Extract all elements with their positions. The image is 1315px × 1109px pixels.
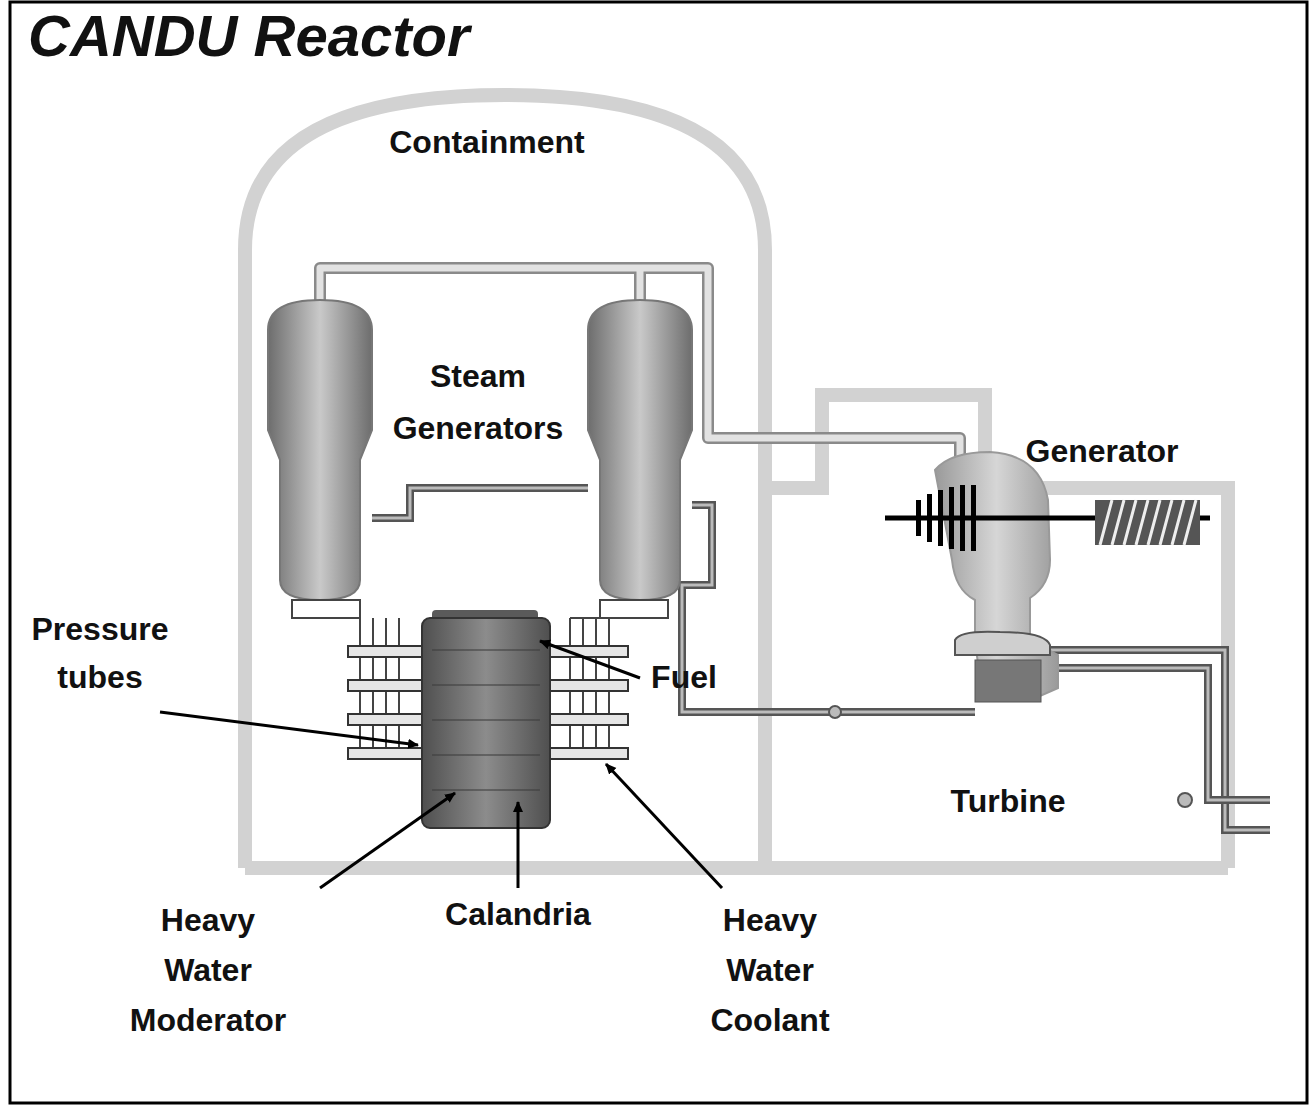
callout-label: Heavy Water Moderator bbox=[118, 895, 298, 1045]
part-label: Steam Generators bbox=[378, 350, 578, 454]
callout-label: Pressure tubes bbox=[25, 605, 175, 701]
callout-label: Calandria bbox=[418, 895, 618, 933]
part-label: Turbine bbox=[908, 782, 1108, 820]
diagram-title: CANDU Reactor bbox=[28, 4, 470, 68]
part-label: Generator bbox=[972, 432, 1232, 470]
callout-label: Fuel bbox=[634, 658, 734, 696]
callout-label: Heavy Water Coolant bbox=[690, 895, 850, 1045]
part-label: Containment bbox=[337, 122, 637, 162]
